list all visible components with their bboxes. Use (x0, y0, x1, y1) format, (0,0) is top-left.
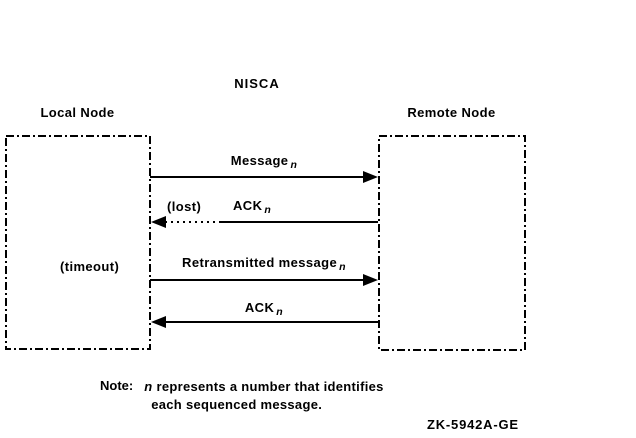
ack-lost-label-text: ACK (233, 198, 263, 213)
message-subscript: n (290, 159, 298, 171)
arrowhead-right-icon (363, 171, 378, 183)
message-label-text: Message (230, 153, 289, 168)
lost-annotation: (lost) (167, 199, 202, 214)
ack-lost-subscript: n (264, 204, 272, 216)
arrowhead-right-icon (363, 274, 378, 286)
remote-node-box (378, 135, 526, 351)
arrowhead-left-icon (151, 216, 166, 228)
local-node-label: Local Node (40, 105, 115, 120)
arrowhead-left-icon (151, 316, 166, 328)
ack-label-text: ACK (244, 300, 275, 315)
ack-subscript: n (276, 306, 284, 318)
note-heading: Note: (100, 378, 134, 393)
note-variable: n (144, 379, 153, 394)
remote-node-label: Remote Node (407, 105, 496, 120)
timeout-annotation: (timeout) (60, 259, 120, 274)
retransmit-subscript: n (339, 261, 346, 273)
retransmit-label-text: Retransmitted message (182, 255, 338, 270)
note-line-2: each sequenced message. (151, 397, 323, 412)
local-node-box (5, 135, 151, 350)
diagram-title: NISCA (234, 76, 280, 91)
note-line-1-text: represents a number that identifies (156, 379, 384, 394)
figure-id: ZK-5942A-GE (427, 417, 519, 432)
